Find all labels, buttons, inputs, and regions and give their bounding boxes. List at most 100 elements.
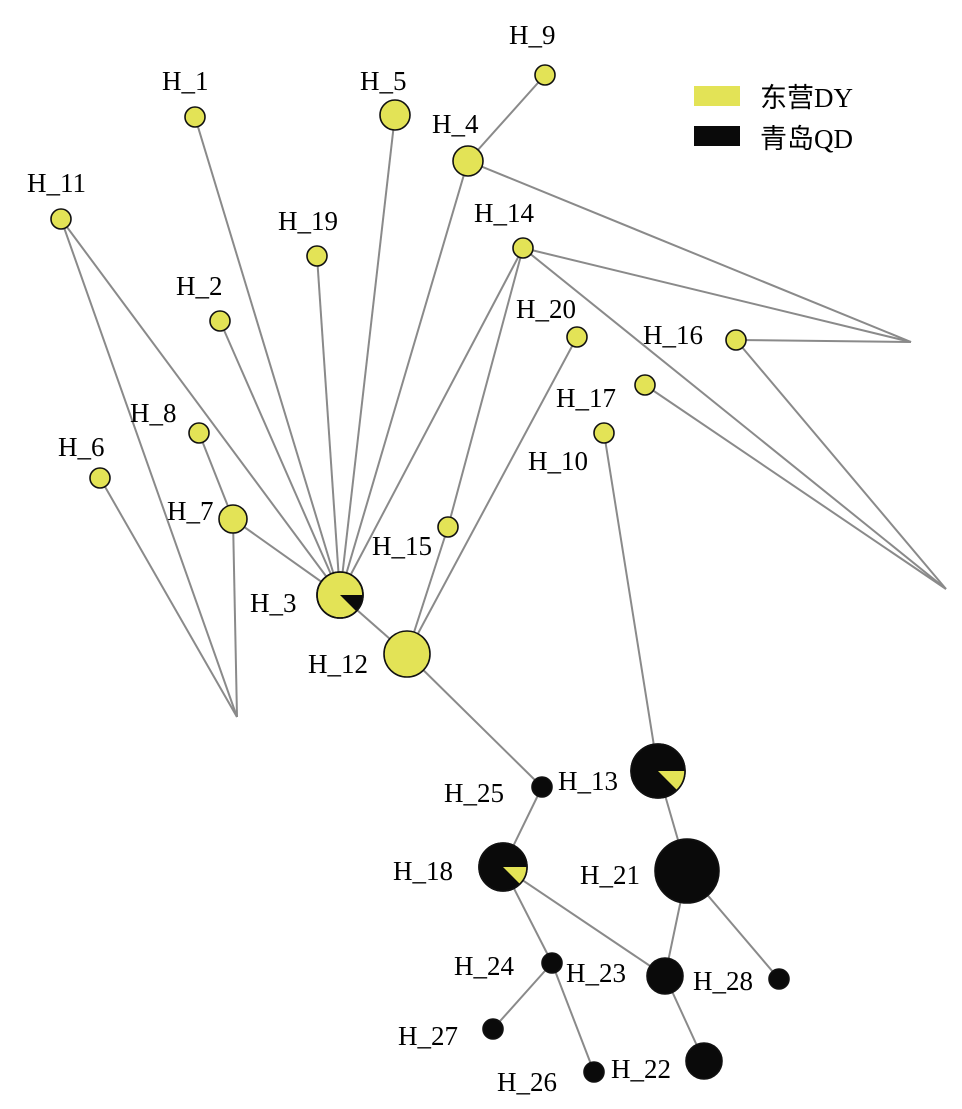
edge-h14-mvc bbox=[522, 247, 947, 590]
node-label-h7: H_7 bbox=[167, 496, 214, 526]
legend-swatch-qd bbox=[694, 126, 740, 146]
edge-h24-h26 bbox=[551, 962, 595, 1073]
edge-h4-mva bbox=[467, 160, 912, 343]
node-h11 bbox=[50, 208, 72, 230]
node-circle-h17 bbox=[634, 374, 656, 396]
node-label-h23: H_23 bbox=[566, 958, 626, 988]
edge-h19-h3 bbox=[316, 255, 341, 596]
legend: 东营DY 青岛QD bbox=[694, 83, 853, 154]
node-circle-h10 bbox=[593, 422, 615, 444]
node-label-h3: H_3 bbox=[250, 588, 297, 618]
node-h6 bbox=[89, 467, 111, 489]
node-h1 bbox=[184, 106, 206, 128]
node-h27 bbox=[482, 1018, 504, 1040]
edge-h24-h27 bbox=[492, 962, 553, 1030]
node-label-h6: H_6 bbox=[58, 432, 105, 462]
node-circle-h14 bbox=[512, 237, 534, 259]
node-label-h24: H_24 bbox=[454, 951, 514, 981]
node-h23 bbox=[646, 957, 684, 995]
node-label-h10: H_10 bbox=[528, 446, 588, 476]
edge-h11-mvb bbox=[60, 218, 238, 718]
legend-swatch-dy bbox=[694, 86, 740, 106]
edge-h6-mvb bbox=[99, 477, 238, 718]
node-h2 bbox=[209, 310, 231, 332]
node-circle-h24 bbox=[541, 952, 563, 974]
node-h14 bbox=[512, 237, 534, 259]
node-outline-h3 bbox=[316, 571, 364, 619]
edge-h18-h23 bbox=[502, 866, 666, 977]
node-circle-h16 bbox=[725, 329, 747, 351]
node-circle-h25 bbox=[531, 776, 553, 798]
node-h8 bbox=[188, 422, 210, 444]
node-h26 bbox=[583, 1061, 605, 1083]
edge-h14-h15 bbox=[447, 247, 524, 528]
edge-h2-h3 bbox=[219, 320, 341, 596]
edge-h11-h3 bbox=[60, 218, 341, 596]
node-label-h1: H_1 bbox=[162, 66, 209, 96]
node-h18 bbox=[478, 842, 528, 892]
node-h10 bbox=[593, 422, 615, 444]
edge-h7-mvb bbox=[232, 518, 238, 718]
node-circle-h1 bbox=[184, 106, 206, 128]
node-h28 bbox=[768, 968, 790, 990]
node-h3 bbox=[316, 571, 364, 619]
node-outline-h18 bbox=[478, 842, 528, 892]
node-label-h26: H_26 bbox=[497, 1067, 557, 1097]
node-h17 bbox=[634, 374, 656, 396]
node-label-h21: H_21 bbox=[580, 860, 640, 890]
node-h21 bbox=[654, 838, 720, 904]
node-slice-h18 bbox=[503, 867, 527, 884]
node-slice-h3 bbox=[340, 595, 363, 612]
node-h22 bbox=[685, 1042, 723, 1080]
node-circle-h7 bbox=[218, 504, 248, 534]
edge-h8-h7 bbox=[198, 432, 234, 520]
edge-h5-h3 bbox=[339, 114, 396, 596]
node-label-h5: H_5 bbox=[360, 66, 407, 96]
node-label-h12: H_12 bbox=[308, 649, 368, 679]
node-h13 bbox=[630, 743, 686, 799]
node-h19 bbox=[306, 245, 328, 267]
node-circle-h27 bbox=[482, 1018, 504, 1040]
edge-h20-h12 bbox=[406, 336, 578, 655]
node-circle-h4 bbox=[452, 145, 484, 177]
edge-h12-h25 bbox=[406, 653, 543, 788]
node-label-h25: H_25 bbox=[444, 778, 504, 808]
node-circle-h6 bbox=[89, 467, 111, 489]
node-circle-h15 bbox=[437, 516, 459, 538]
node-label-h16: H_16 bbox=[643, 320, 703, 350]
node-label-h28: H_28 bbox=[693, 966, 753, 996]
node-label-h9: H_9 bbox=[509, 20, 556, 50]
node-circle-h26 bbox=[583, 1061, 605, 1083]
edge-h17-mvc bbox=[644, 384, 947, 590]
node-circle-h12 bbox=[383, 630, 431, 678]
node-label-h13: H_13 bbox=[558, 766, 618, 796]
node-circle-h5 bbox=[379, 99, 411, 131]
labels-layer: H_1H_2H_3H_4H_5H_6H_7H_8H_9H_10H_11H_12H… bbox=[27, 20, 753, 1097]
edge-h16-mvc bbox=[735, 339, 947, 590]
node-label-h4: H_4 bbox=[432, 109, 479, 139]
node-outline-h13 bbox=[630, 743, 686, 799]
node-circle-h11 bbox=[50, 208, 72, 230]
node-label-h20: H_20 bbox=[516, 294, 576, 324]
node-slice-h13 bbox=[658, 771, 685, 791]
edge-h4-h3 bbox=[339, 160, 469, 596]
node-h20 bbox=[566, 326, 588, 348]
node-h16 bbox=[725, 329, 747, 351]
node-h12 bbox=[383, 630, 431, 678]
node-circle-h22 bbox=[685, 1042, 723, 1080]
legend-label-qd: 青岛QD bbox=[760, 124, 853, 154]
node-h15 bbox=[437, 516, 459, 538]
nodes-layer bbox=[50, 64, 790, 1083]
edge-h1-h3 bbox=[194, 116, 341, 596]
node-circle-h9 bbox=[534, 64, 556, 86]
edge-h16-mva bbox=[735, 339, 912, 343]
node-label-h11: H_11 bbox=[27, 168, 86, 198]
node-label-h8: H_8 bbox=[130, 398, 177, 428]
node-h9 bbox=[534, 64, 556, 86]
node-circle-h23 bbox=[646, 957, 684, 995]
node-label-h2: H_2 bbox=[176, 271, 223, 301]
node-label-h18: H_18 bbox=[393, 856, 453, 886]
node-h5 bbox=[379, 99, 411, 131]
edge-h14-mva bbox=[522, 247, 912, 343]
